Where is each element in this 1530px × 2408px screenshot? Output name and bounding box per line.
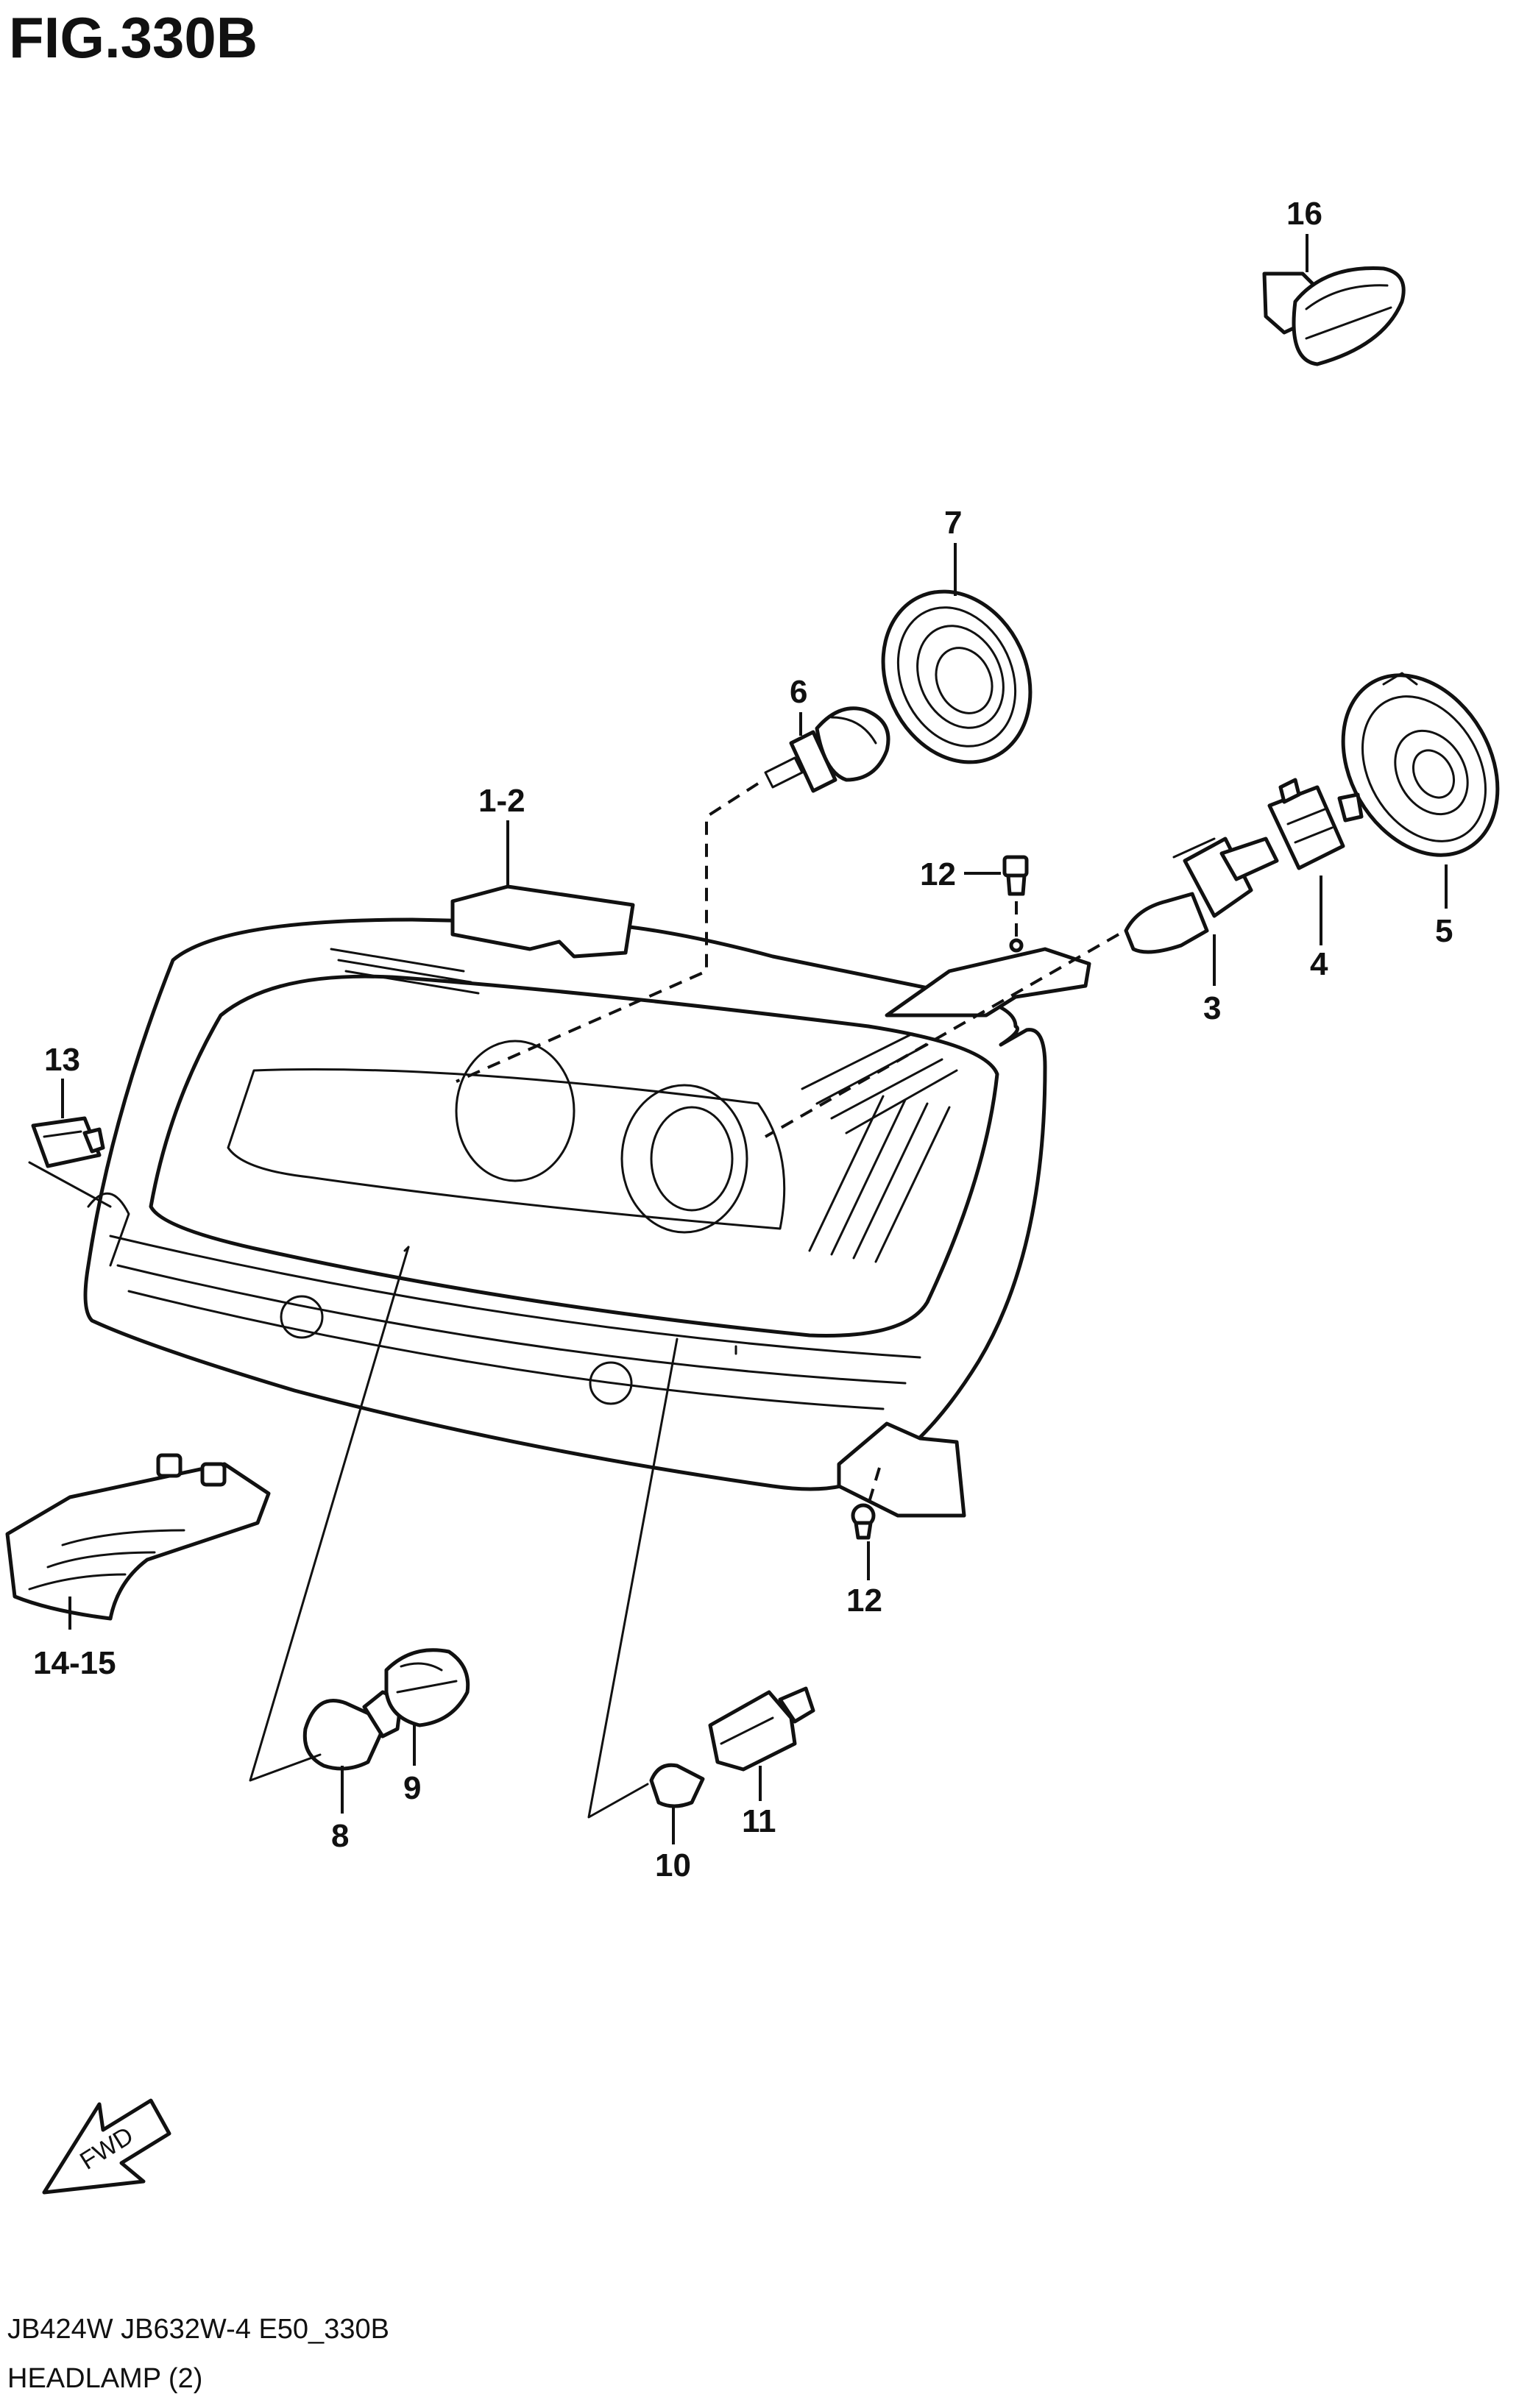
callout-9: 9 <box>403 1770 421 1806</box>
leader-lines <box>61 234 1448 1844</box>
callout-5: 5 <box>1435 913 1453 949</box>
callout-labels: 16 7 6 1-2 12 5 4 3 13 14-15 12 8 9 10 1… <box>33 196 1453 1883</box>
bulb-socket <box>1267 778 1364 870</box>
lower-cover <box>5 1453 271 1621</box>
callout-11: 11 <box>742 1803 776 1839</box>
socket-small <box>708 1686 815 1772</box>
wedge-bulb-large <box>302 1690 403 1771</box>
callout-12-lower: 12 <box>846 1583 882 1619</box>
diagram-caption: HEADLAMP (2) <box>7 2363 202 2394</box>
halogen-bulb <box>1124 837 1279 954</box>
callout-13: 13 <box>44 1042 80 1078</box>
callout-8: 8 <box>331 1818 349 1854</box>
side-marker-lens <box>1262 266 1406 366</box>
bolt-lower <box>851 1503 876 1540</box>
socket-large <box>384 1648 470 1727</box>
clip <box>31 1116 105 1168</box>
callout-12-upper: 12 <box>920 856 956 892</box>
callout-3: 3 <box>1203 990 1221 1026</box>
diagram-code: JB424W JB632W-4 E50_330B <box>7 2314 389 2345</box>
callout-7: 7 <box>944 505 962 541</box>
assembly-lines <box>28 782 1119 1819</box>
dust-cover-large <box>1341 672 1500 857</box>
bolt-upper <box>1002 855 1029 953</box>
figure-title: FIG.330B <box>9 5 258 70</box>
callout-1-2: 1-2 <box>478 783 525 819</box>
position-bulb <box>764 706 890 793</box>
callout-16: 16 <box>1286 196 1322 232</box>
callout-14-15: 14-15 <box>33 1645 116 1681</box>
wedge-bulb-small <box>649 1763 705 1808</box>
callout-4: 4 <box>1310 946 1328 982</box>
headlamp-assembly <box>83 884 1091 1518</box>
rubber-cap-small <box>881 589 1033 764</box>
callout-6: 6 <box>790 674 807 710</box>
callout-10: 10 <box>655 1847 691 1883</box>
fwd-arrow: FWD <box>42 2098 171 2195</box>
